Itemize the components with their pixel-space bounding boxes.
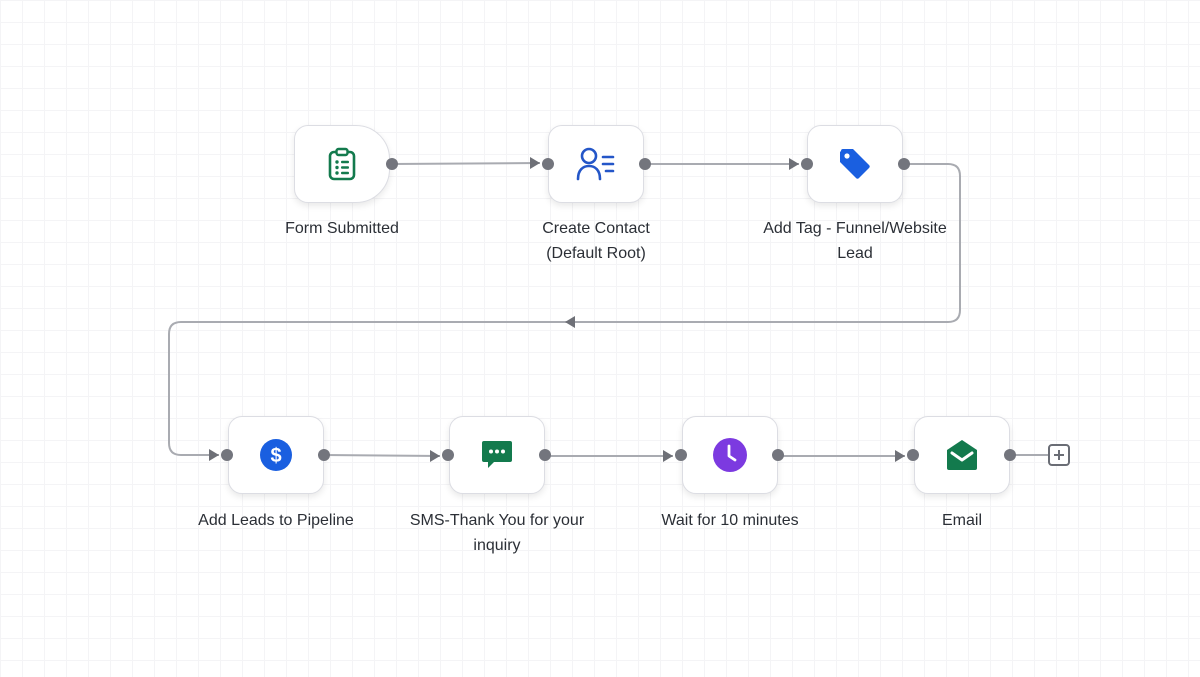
node-label-email: Email — [941, 512, 982, 529]
arrowhead — [430, 450, 440, 462]
input-port[interactable] — [907, 449, 919, 461]
connector-line — [323, 454, 441, 457]
node-label-sms-thank-you: SMS-Thank You for your inquiry — [409, 512, 585, 554]
arrowhead — [663, 450, 673, 462]
arrowhead — [209, 449, 219, 461]
node-label-add-leads-pipeline: Add Leads to Pipeline — [198, 512, 354, 529]
input-port[interactable] — [542, 158, 554, 170]
envelope-icon — [945, 438, 979, 472]
node-create-contact[interactable] — [548, 125, 644, 203]
connector-line — [168, 163, 961, 456]
arrowhead — [530, 157, 540, 169]
node-label-form-submitted: Form Submitted — [285, 220, 399, 237]
connector-line — [391, 162, 541, 165]
input-port[interactable] — [675, 449, 687, 461]
contact-icon — [576, 146, 616, 182]
node-label-add-tag: Add Tag - Funnel/Website Lead — [763, 220, 947, 262]
node-email[interactable] — [914, 416, 1010, 494]
node-sms-thank-you[interactable] — [449, 416, 545, 494]
output-port[interactable] — [318, 449, 330, 461]
output-port[interactable] — [539, 449, 551, 461]
output-port[interactable] — [898, 158, 910, 170]
add-step-button[interactable] — [1048, 444, 1070, 466]
arrowhead — [789, 158, 799, 170]
node-add-leads-pipeline[interactable]: $ — [228, 416, 324, 494]
arrowhead — [565, 316, 575, 328]
input-port[interactable] — [801, 158, 813, 170]
output-port[interactable] — [1004, 449, 1016, 461]
node-form-submitted[interactable] — [294, 125, 390, 203]
node-wait-10-min[interactable] — [682, 416, 778, 494]
output-port[interactable] — [772, 449, 784, 461]
clipboard-icon — [327, 147, 357, 181]
output-port[interactable] — [386, 158, 398, 170]
input-port[interactable] — [221, 449, 233, 461]
node-add-tag[interactable] — [807, 125, 903, 203]
clock-icon — [712, 437, 748, 473]
node-label-wait-10-min: Wait for 10 minutes — [661, 512, 799, 529]
arrowhead — [895, 450, 905, 462]
dollar-icon: $ — [259, 438, 293, 472]
output-port[interactable] — [639, 158, 651, 170]
node-label-create-contact: Create Contact (Default Root) — [542, 220, 650, 262]
tag-icon — [838, 147, 872, 181]
input-port[interactable] — [442, 449, 454, 461]
svg-text:$: $ — [270, 445, 281, 467]
chat-icon — [480, 438, 514, 472]
